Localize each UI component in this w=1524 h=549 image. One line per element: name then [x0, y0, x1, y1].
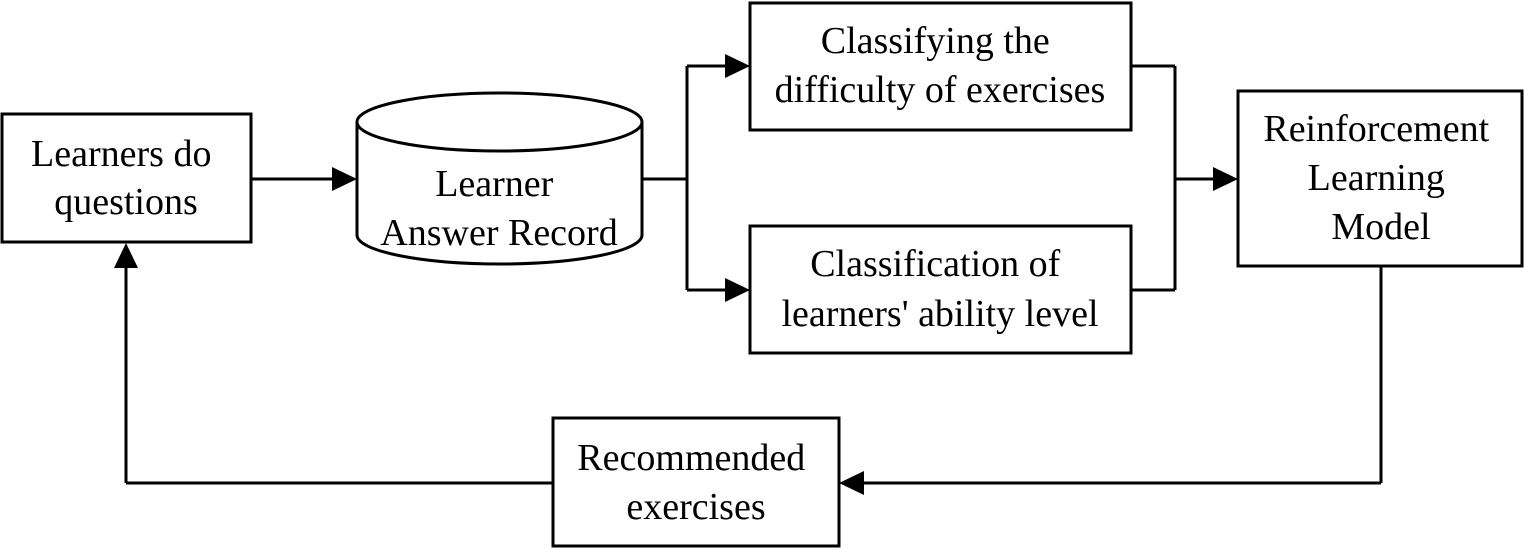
learners-label-line-1: Learners do	[31, 133, 211, 175]
database-cylinder-body	[355, 122, 644, 266]
edges	[114, 54, 1383, 495]
rl-label-line-1: Reinforcement	[1263, 108, 1489, 150]
rl-model-box	[1236, 89, 1524, 268]
database-cylinder-top	[355, 91, 644, 153]
recommended-label-line-2: exercises	[626, 486, 765, 528]
ability-label-line-1: Classification of	[810, 243, 1060, 285]
difficulty-box	[748, 1, 1133, 132]
node-recommended: Recommended exercises	[551, 416, 841, 548]
node-answer-record-database: Learner Answer Record	[355, 91, 644, 266]
difficulty-label-line-1: Classifying the	[821, 20, 1050, 62]
arrowhead-record	[332, 167, 357, 191]
ability-box	[748, 224, 1133, 355]
arrowhead-difficulty	[725, 54, 750, 78]
rl-label-line-2: Learning	[1308, 157, 1445, 199]
recommended-box	[551, 416, 841, 548]
ability-label-line-2: learners' ability level	[781, 293, 1098, 335]
svg-text:Classification of learne: Classification of learners' ability leve…	[781, 243, 1098, 335]
svg-text:Reinforcement Learning: Reinforcement Learning Model	[1263, 108, 1498, 248]
arrowhead-recommended	[839, 471, 864, 495]
svg-text:Classifying the difficul: Classifying the difficulty of exercises	[775, 20, 1106, 111]
record-label-line-2: Answer Record	[380, 212, 617, 254]
svg-text:Learners do questions: Learners do questions	[31, 133, 221, 223]
svg-text:Recommended exercises: Recommended exercises	[577, 437, 814, 528]
node-rl-model: Reinforcement Learning Model	[1236, 89, 1524, 268]
node-learners-do-questions: Learners do questions	[0, 112, 253, 244]
arrowhead-ability	[725, 278, 750, 302]
recommended-label-line-1: Recommended	[577, 437, 805, 479]
rl-label-line-3: Model	[1331, 206, 1430, 248]
arrowhead-learners	[114, 243, 138, 268]
arrowhead-model	[1213, 167, 1238, 191]
learners-label-line-2: questions	[54, 181, 198, 223]
learners-box	[0, 112, 253, 244]
svg-text:Learner Answer Record: Learner Answer Record	[380, 163, 617, 254]
node-ability: Classification of learners' ability leve…	[748, 224, 1133, 355]
record-label-line-1: Learner	[435, 163, 553, 205]
difficulty-label-line-2: difficulty of exercises	[775, 69, 1106, 111]
node-difficulty: Classifying the difficulty of exercises	[748, 1, 1133, 132]
